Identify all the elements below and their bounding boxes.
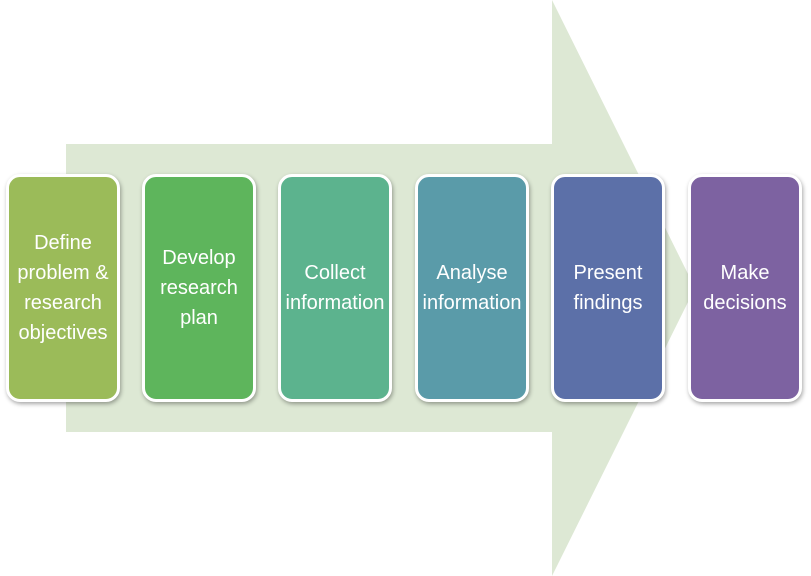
step-label: Define problem & research objectives <box>17 232 109 344</box>
step-make-decisions: Make decisions <box>688 174 802 402</box>
step-label: Make decisions <box>703 262 787 314</box>
step-label: Develop research plan <box>160 247 238 329</box>
step-collect-information: Collect information <box>278 174 392 402</box>
step-label: Present findings <box>573 262 643 314</box>
step-define-problem: Define problem & research objectives <box>6 174 120 402</box>
step-develop-plan: Develop research plan <box>142 174 256 402</box>
step-label: Analyse information <box>422 262 522 314</box>
step-present-findings: Present findings <box>551 174 665 402</box>
step-analyse-information: Analyse information <box>415 174 529 402</box>
step-label: Collect information <box>285 262 385 314</box>
